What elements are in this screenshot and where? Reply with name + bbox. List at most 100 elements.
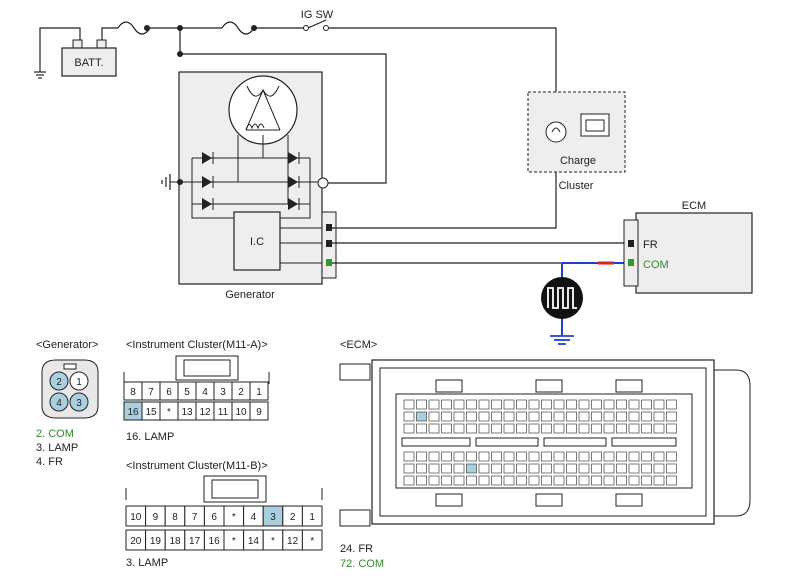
ecm-pin-cell xyxy=(616,463,627,474)
cluster-label: Cluster xyxy=(559,180,594,192)
pin-label: 6 xyxy=(211,512,217,523)
gen-pin: 3 xyxy=(76,398,82,409)
ecm-pin-cell xyxy=(641,399,652,410)
ecm-pin-cell xyxy=(478,451,490,462)
ecm-pin-cell xyxy=(478,463,490,474)
ecm-pin-cell xyxy=(566,399,577,410)
ecm-pin-cell xyxy=(416,411,427,422)
pin-cell xyxy=(301,529,323,551)
pin-label: 2 xyxy=(290,512,296,523)
ecm-pin-cell xyxy=(453,411,465,422)
ecm-pin-cell xyxy=(466,463,477,474)
ecm-pin-cell xyxy=(553,463,565,474)
ecm-pin-cell xyxy=(541,423,552,434)
gen-legend-fr: 4. FR xyxy=(36,456,63,468)
ecm-pin-cell xyxy=(478,475,490,486)
b-terminal xyxy=(317,177,329,189)
pin-label: 4 xyxy=(202,387,208,398)
ecm-pin-cell xyxy=(491,475,502,486)
fuse-icon xyxy=(221,21,255,35)
ecm-pin-cell xyxy=(528,423,540,434)
ecm-pin-cell xyxy=(491,423,502,434)
pin-label: * xyxy=(167,407,171,418)
ecm-pin-cell xyxy=(566,463,577,474)
ecm-pin-cell xyxy=(653,399,665,410)
battery: BATT. xyxy=(34,27,117,79)
pin-label: 13 xyxy=(181,407,193,418)
ecm-pin-cell xyxy=(516,463,527,474)
cluster-b-title: <Instrument Cluster(M11-B)> xyxy=(126,460,268,472)
ecm-legend-com: 72. COM xyxy=(340,558,384,570)
ecm-pin-cell xyxy=(578,411,590,422)
ecm-pin-cell xyxy=(653,423,665,434)
ecm-pin-cell xyxy=(541,411,552,422)
ecm-pin-cell xyxy=(653,475,665,486)
ecm-pin-cell xyxy=(553,399,565,410)
ecm-pin-cell xyxy=(503,423,515,434)
ecm-pin-cell xyxy=(478,423,490,434)
ecm-pin-cell xyxy=(528,475,540,486)
ecm-pin-cell xyxy=(416,451,427,462)
generator-connector-title: <Generator> xyxy=(36,339,98,351)
ecm-pin-cell xyxy=(466,475,477,486)
ecm-pin-cell xyxy=(666,423,677,434)
ecm-pin-cell xyxy=(428,463,440,474)
pin-label: 16 xyxy=(209,536,221,547)
ecm-pin-cell xyxy=(416,475,427,486)
ecm-pin-cell xyxy=(628,451,640,462)
diode-icon xyxy=(288,198,300,210)
diode-icon xyxy=(202,198,214,210)
pin-label: 10 xyxy=(130,512,142,523)
ecm-pin-cell xyxy=(641,411,652,422)
ecm-box: ECM FR COM xyxy=(623,200,753,294)
ecm-pin-cell xyxy=(578,451,590,462)
ecm-pin-cell xyxy=(616,475,627,486)
ecm-pin-cell xyxy=(578,475,590,486)
ecm-pin-cell xyxy=(666,399,677,410)
pin-label: 4 xyxy=(251,512,257,523)
ecm-pin-cell xyxy=(466,423,477,434)
ecm-legend-fr: 24. FR xyxy=(340,543,373,555)
pin-label: 1 xyxy=(256,387,262,398)
gen-legend-lamp: 3. LAMP xyxy=(36,442,78,454)
ecm-pin-cell xyxy=(616,423,627,434)
ecm-pin-cell xyxy=(453,399,465,410)
ecm-pin-cell xyxy=(403,451,415,462)
ecm-pin-cell xyxy=(553,475,565,486)
ecm-pin-cell xyxy=(628,399,640,410)
cluster-b-legend: 3. LAMP xyxy=(126,557,168,569)
ecm-pin-cell xyxy=(566,423,577,434)
pin-label: 1 xyxy=(309,512,315,523)
ecm-pin-cell xyxy=(428,451,440,462)
ecm-pin-cell xyxy=(553,411,565,422)
battery-label: BATT. xyxy=(74,57,103,69)
ecm-connector-title: <ECM> xyxy=(340,339,377,351)
ecm-pin-cell xyxy=(628,475,640,486)
pin-label: 6 xyxy=(166,387,172,398)
ecm-pin-cell xyxy=(641,423,652,434)
ground-icon xyxy=(550,335,574,345)
ecm-pin-cell xyxy=(428,411,440,422)
ecm-pin-cell xyxy=(453,423,465,434)
ecm-pin-cell xyxy=(441,399,452,410)
ecm-pin-cell xyxy=(591,423,602,434)
ecm-pin-cell xyxy=(641,463,652,474)
pin-label: 9 xyxy=(256,407,262,418)
ecm-pin-cell xyxy=(403,463,415,474)
ig-sw-label: IG SW xyxy=(301,9,334,21)
ecm-pin-cell xyxy=(641,451,652,462)
pin-label: 12 xyxy=(287,536,299,547)
ecm-pin-cell xyxy=(441,475,452,486)
ecm-pin-cell xyxy=(466,411,477,422)
pin-label: 18 xyxy=(169,536,181,547)
ecm-pin-cell xyxy=(541,475,552,486)
ecm-pin-cell xyxy=(578,399,590,410)
ecm-pin-cell xyxy=(591,463,602,474)
pin-label: 2 xyxy=(238,387,244,398)
pin-label: 8 xyxy=(172,512,178,523)
pin-label: 8 xyxy=(130,387,136,398)
oscilloscope-icon xyxy=(541,277,583,319)
ecm-pin-cell xyxy=(591,451,602,462)
